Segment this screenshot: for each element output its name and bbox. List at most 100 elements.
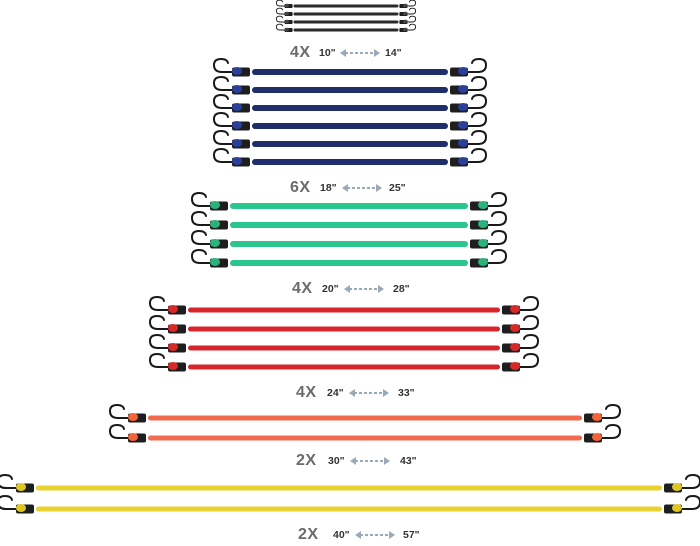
hook-icon [275, 15, 286, 23]
bungee-cord [230, 241, 468, 247]
hook-icon [212, 57, 235, 73]
hook-icon [517, 333, 540, 349]
size-label-40-57: 2X 40" 57" [0, 526, 700, 546]
min-length-label: 40" [333, 529, 350, 541]
size-label-10-14: 4X 10" 14" [0, 44, 700, 64]
hook-icon [212, 147, 235, 163]
max-length-label: 33" [398, 387, 415, 399]
hook-icon [212, 129, 235, 145]
double-arrow-icon [340, 49, 380, 57]
hook-icon [190, 210, 213, 226]
max-length-label: 57" [403, 529, 420, 541]
clip-knob [232, 67, 242, 75]
hook-icon [465, 147, 488, 163]
hook-icon [485, 210, 508, 226]
hook-icon [148, 352, 171, 368]
hook-icon [190, 229, 213, 245]
clip-knob [16, 504, 26, 512]
clip-knob [232, 121, 242, 129]
clip-knob [284, 19, 289, 24]
bungee-cord [188, 364, 500, 370]
min-length-label: 24" [327, 387, 344, 399]
clip-knob [232, 103, 242, 111]
hook-icon [517, 295, 540, 311]
bungee-cord [230, 203, 468, 209]
double-arrow-icon [349, 389, 389, 397]
bungee-cord [252, 159, 448, 165]
clip-knob [210, 220, 220, 228]
clip-knob [478, 258, 488, 266]
clip-knob [458, 139, 468, 147]
quantity-label: 4X [290, 44, 311, 61]
hook-icon [465, 57, 488, 73]
bungee-cord [36, 506, 662, 512]
bungee-cord [252, 69, 448, 75]
clip-knob [672, 483, 682, 491]
clip-knob [284, 3, 289, 8]
max-length-label: 14" [385, 47, 402, 59]
hook-icon [485, 191, 508, 207]
hook-icon [599, 403, 622, 419]
hook-icon [465, 93, 488, 109]
bungee-cord [252, 87, 448, 93]
clip-knob [168, 324, 178, 332]
clip-knob [592, 433, 602, 441]
quantity-label: 4X [292, 280, 313, 297]
clip-knob [458, 85, 468, 93]
hook-icon [148, 333, 171, 349]
clip-knob [128, 413, 138, 421]
clip-knob [510, 343, 520, 351]
hook-icon [275, 23, 286, 31]
max-length-label: 43" [400, 455, 417, 467]
hook-icon [148, 314, 171, 330]
size-label-18-25: 6X 18" 25" [0, 179, 700, 199]
quantity-label: 2X [296, 452, 317, 469]
clip-knob [510, 362, 520, 370]
bungee-cord [188, 345, 500, 351]
hook-icon [212, 93, 235, 109]
clip-knob [672, 504, 682, 512]
clip-knob [510, 305, 520, 313]
double-arrow-icon [355, 531, 395, 539]
clip-knob [210, 258, 220, 266]
clip-knob [168, 343, 178, 351]
bungee-cord [188, 326, 500, 332]
clip-knob [510, 324, 520, 332]
hook-icon [517, 314, 540, 330]
min-length-label: 10" [319, 47, 336, 59]
bungee-cord [230, 260, 468, 266]
clip-knob [210, 201, 220, 209]
hook-icon [0, 473, 19, 489]
clip-knob [478, 220, 488, 228]
hook-icon [190, 248, 213, 264]
clip-knob [232, 139, 242, 147]
bungee-cord [252, 123, 448, 129]
clip-knob [458, 67, 468, 75]
bungee-cord [293, 20, 399, 24]
max-length-label: 25" [389, 182, 406, 194]
hook-icon [108, 423, 131, 439]
hook-icon [465, 75, 488, 91]
min-length-label: 30" [328, 455, 345, 467]
clip-knob [478, 201, 488, 209]
double-arrow-icon [350, 457, 390, 465]
hook-icon [212, 111, 235, 127]
hook-icon [406, 7, 417, 15]
hook-icon [148, 295, 171, 311]
clip-knob [458, 121, 468, 129]
hook-icon [485, 229, 508, 245]
max-length-label: 28" [393, 283, 410, 295]
bungee-cord [148, 435, 582, 441]
clip-knob [458, 103, 468, 111]
double-arrow-icon [342, 184, 382, 192]
hook-icon [406, 23, 417, 31]
size-label-24-33: 4X 24" 33" [0, 384, 700, 404]
hook-icon [275, 0, 286, 7]
bungee-cord [293, 12, 399, 16]
